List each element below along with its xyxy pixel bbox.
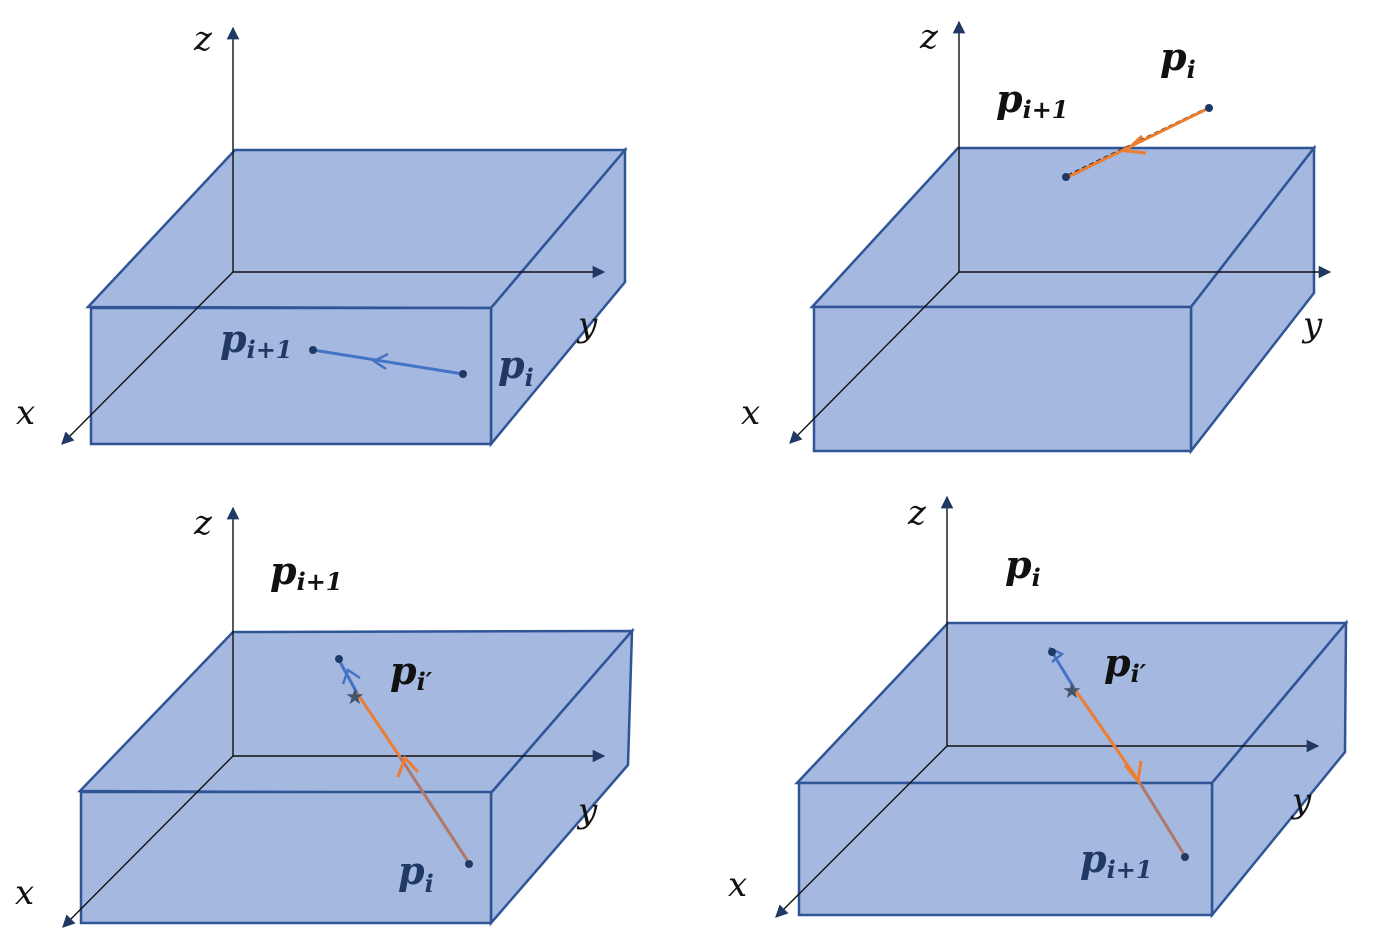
label-p-i: pi (1005, 542, 1041, 592)
box-front-face (797, 781, 1214, 917)
direction-arrow-blue (341, 668, 361, 685)
direction-arrow (371, 352, 389, 371)
x-axis (775, 745, 948, 918)
x-axis-label: x (728, 865, 747, 905)
label-p-i: pi (498, 342, 534, 392)
x-axis-label: x (16, 393, 35, 433)
panel-bottom-right: z y x ★ pi pi′ pi+1 (728, 493, 1349, 919)
trajectory-segment-outside (1138, 782, 1187, 857)
trajectory-segment-blue (337, 659, 359, 694)
x-axis (62, 755, 234, 928)
z-axis-label: z (919, 17, 939, 57)
z-axis-label: z (907, 493, 927, 533)
label-p-i: pi (398, 848, 434, 898)
point-p-i (459, 370, 467, 378)
direction-arrow (1122, 134, 1147, 155)
z-axis-label: z (193, 503, 213, 543)
trajectory-segment (1065, 106, 1210, 180)
star-icon: ★ (1062, 679, 1082, 704)
trajectory-segment-outside (398, 756, 471, 864)
label-p-i-prime: pi′ (1104, 640, 1147, 688)
box-front-face (812, 305, 1193, 453)
y-axis-label: y (1290, 781, 1312, 821)
box-front-face (79, 790, 493, 925)
point-p-i-plus-1 (309, 346, 317, 354)
panel-top-left: z y x pi+1 pi (16, 19, 628, 448)
trajectory-segment (312, 348, 464, 376)
label-p-i-plus-1: pi+1 (270, 548, 343, 596)
star-icon: ★ (345, 685, 365, 710)
point-p-i-plus-1 (1062, 173, 1070, 181)
point-p-i-plus-1 (1181, 853, 1189, 861)
label-p-i-plus-1: pi+1 (220, 316, 293, 364)
point-p-i (1048, 648, 1056, 656)
box-front-face (89, 306, 493, 446)
x-axis (61, 271, 234, 445)
point-p-i (1205, 104, 1213, 112)
panel-bottom-left: z y x ★ pi+1 pi′ pi (15, 503, 635, 928)
label-p-i-prime: pi′ (390, 648, 433, 696)
x-axis-label: x (741, 393, 760, 433)
trajectory-segment-orange (1072, 687, 1142, 784)
label-p-i-plus-1: pi+1 (1080, 836, 1153, 884)
trajectory-segment-orange (355, 692, 402, 758)
y-axis-label: y (576, 305, 598, 345)
label-p-i-plus-1: pi+1 (996, 76, 1069, 124)
x-axis (789, 271, 960, 444)
direction-arrow-orange (396, 755, 420, 778)
y-axis-label: y (1301, 305, 1323, 345)
point-p-i-plus-1 (335, 655, 343, 663)
y-axis-label: y (576, 791, 598, 831)
x-axis-label: x (15, 873, 34, 913)
label-p-i: pi (1160, 34, 1196, 84)
point-p-i (465, 860, 473, 868)
z-axis-label: z (193, 19, 213, 59)
direction-arrow-orange (1123, 760, 1143, 785)
panel-top-right: z y x pi pi+1 (741, 17, 1332, 455)
